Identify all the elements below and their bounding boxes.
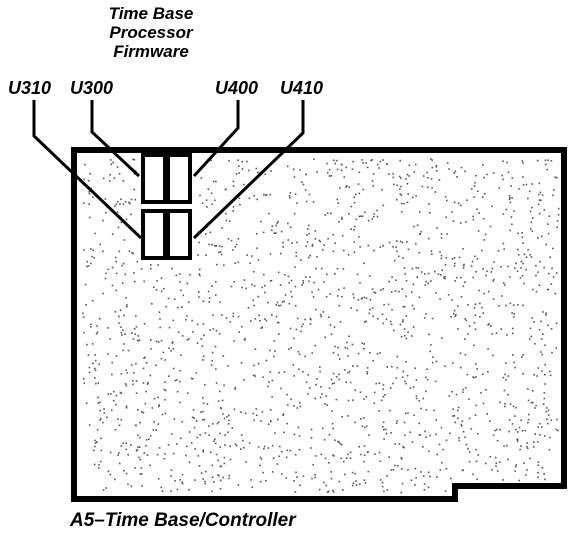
chip-u310 [141,209,167,260]
label-u310: U310 [8,78,52,98]
leader-u300 [90,100,141,178]
chip-u410 [166,209,192,260]
firmware-title: Time Base Processor Firmware [96,4,206,61]
leader-u310 [32,100,143,240]
label-u410: U410 [280,78,324,98]
firmware-title-line2: Processor [109,23,193,42]
firmware-title-line1: Time Base [108,4,194,23]
firmware-title-line3: Firmware [113,42,189,61]
chip-u400 [166,153,192,204]
label-u300: U300 [70,78,114,98]
leader-u400 [192,100,240,178]
leader-u410 [192,100,305,240]
label-u400: U400 [215,78,259,98]
chip-u300 [141,153,167,204]
board-component-dots [82,158,560,494]
board-caption: A5–Time Base/Controller [70,510,296,531]
board-outline [71,147,567,502]
